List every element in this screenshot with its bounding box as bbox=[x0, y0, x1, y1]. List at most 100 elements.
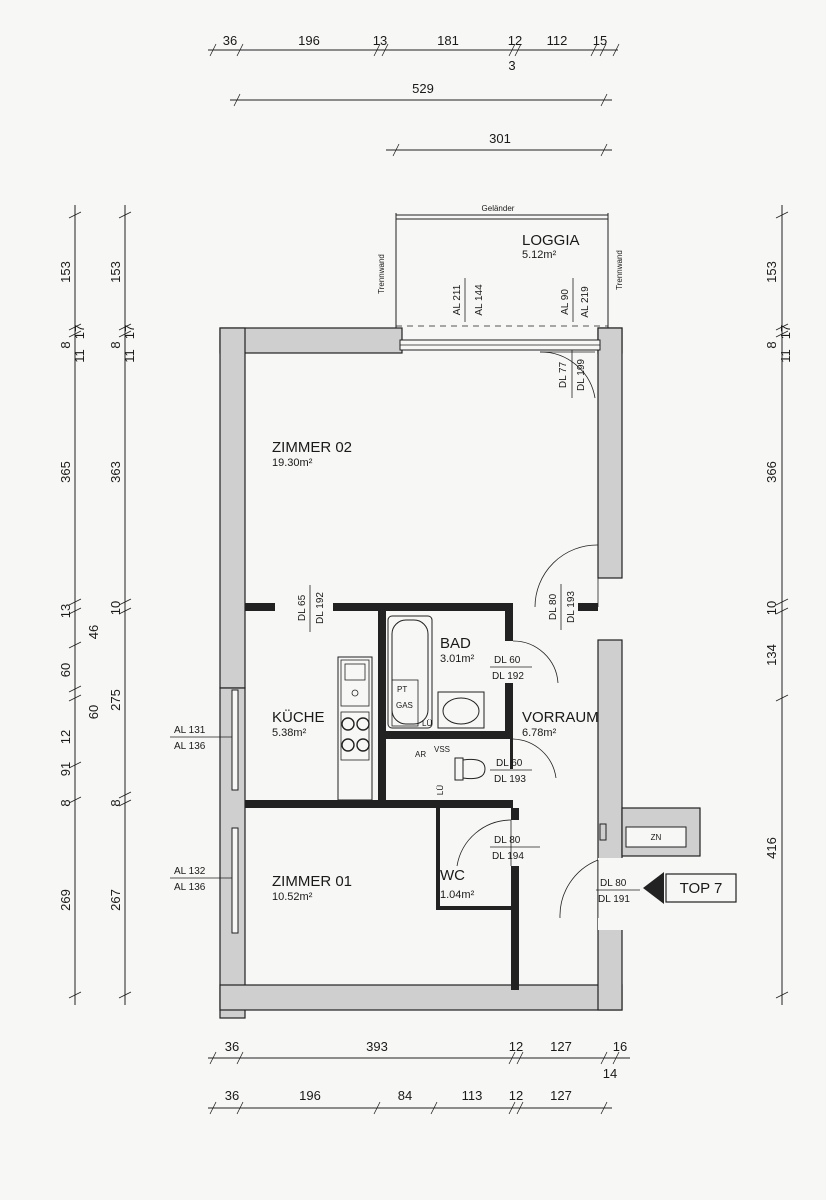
room-wc-fixtures: AR VSS LÜ DL 60 DL 193 WC 1.04m² bbox=[415, 738, 557, 901]
room-area-vorraum: 6.78m² bbox=[522, 727, 557, 739]
dim-text: 196 bbox=[299, 1088, 321, 1103]
door-dl-label: DL 199 bbox=[576, 359, 587, 391]
vent-label: LÜ bbox=[422, 719, 432, 728]
room-name-zimmer-01: ZIMMER 01 bbox=[272, 873, 352, 890]
bottom-dimension-chain-1: 36 393 12 127 16 14 bbox=[208, 1039, 630, 1081]
dim-text: 17 bbox=[72, 325, 87, 339]
apartment-label: TOP 7 bbox=[680, 880, 723, 897]
dim-text: 13 bbox=[58, 604, 73, 618]
dim-text: 10 bbox=[764, 601, 779, 615]
door-dl-label: DL 192 bbox=[492, 671, 524, 682]
vss-label: VSS bbox=[434, 745, 450, 754]
top-dimension-chain-3: 301 bbox=[386, 131, 612, 157]
room-zimmer-01: ZIMMER 01 10.52m² AL 132 AL 136 bbox=[170, 866, 352, 903]
zn-niche: ZN bbox=[651, 833, 662, 842]
loggia: Geländer Trennwand Trennwand LOGGIA 5.12… bbox=[377, 204, 624, 340]
dim-text: 14 bbox=[603, 1066, 617, 1081]
door-vorraum-zimmer02: DL 80 DL 193 bbox=[512, 544, 599, 684]
dim-text: 153 bbox=[108, 261, 123, 283]
window-al-label: AL 211 bbox=[452, 284, 463, 315]
room-name-wc: WC bbox=[440, 867, 465, 884]
room-name-bad: BAD bbox=[440, 635, 471, 652]
dim-text: 8 bbox=[108, 799, 123, 806]
dim-text: 363 bbox=[108, 461, 123, 483]
door-dl-label: DL 191 bbox=[598, 894, 630, 905]
dim-text: 36 bbox=[225, 1088, 239, 1103]
door-dl-label: DL 80 bbox=[548, 593, 559, 620]
pt-label: PT bbox=[397, 685, 407, 694]
door-dl-label: DL 193 bbox=[566, 591, 577, 623]
dim-text: 84 bbox=[398, 1088, 412, 1103]
dim-text: 301 bbox=[489, 131, 511, 146]
dim-text: 267 bbox=[108, 889, 123, 911]
left-dimension-chain-inner: 153 8 11 17 363 10 275 60 8 267 bbox=[86, 205, 137, 1005]
dim-text: 46 bbox=[86, 625, 101, 639]
room-kueche: KÜCHE 5.38m² AL 131 AL 136 bbox=[170, 656, 373, 801]
apartment-marker: TOP 7 bbox=[643, 872, 737, 904]
dim-text: 416 bbox=[764, 837, 779, 859]
dim-text: 366 bbox=[764, 461, 779, 483]
dim-text: 16 bbox=[613, 1039, 627, 1054]
dim-text: 112 bbox=[547, 33, 568, 48]
room-name-loggia: LOGGIA bbox=[522, 232, 580, 249]
dim-text: 11 bbox=[778, 349, 793, 363]
door-dl-label: DL 60 bbox=[494, 655, 521, 666]
room-vorraum: VORRAUM 6.78m² DL 80 DL 194 DL 80 DL 191 bbox=[456, 709, 640, 919]
door-dl-label: DL 193 bbox=[494, 774, 526, 785]
dim-text: 8 bbox=[58, 341, 73, 348]
dim-text: 3 bbox=[508, 58, 515, 73]
dim-text: 11 bbox=[72, 349, 87, 363]
room-area-zimmer-01: 10.52m² bbox=[272, 891, 313, 903]
door-dl-label: DL 77 bbox=[558, 361, 569, 388]
bottom-dimension-chain-2: 36 196 84 113 12 127 bbox=[208, 1088, 612, 1115]
dim-text: 196 bbox=[298, 33, 320, 48]
window-al-label: AL 131 bbox=[174, 725, 206, 736]
room-name-kueche: KÜCHE bbox=[272, 708, 325, 726]
door-dl-label: DL 65 bbox=[297, 594, 308, 621]
door-dl-label: DL 194 bbox=[492, 851, 524, 862]
door-dl-label: DL 60 bbox=[496, 758, 523, 769]
dim-text: 36 bbox=[223, 33, 237, 48]
dim-text: 153 bbox=[58, 261, 73, 283]
top-dimension-chain-2: 529 bbox=[230, 81, 612, 107]
dim-text: 12 bbox=[58, 730, 73, 744]
window-al-label: AL 136 bbox=[174, 882, 206, 893]
room-area-zimmer-02: 19.30m² bbox=[272, 457, 313, 469]
dim-text: 8 bbox=[764, 341, 779, 348]
dim-text: 181 bbox=[437, 33, 459, 48]
dim-text: 17 bbox=[778, 325, 793, 339]
room-area-wc: 1.04m² bbox=[440, 889, 475, 901]
gas-label: GAS bbox=[396, 701, 413, 710]
railing-label: Geländer bbox=[482, 204, 515, 213]
dim-text: 12 bbox=[509, 1039, 523, 1054]
dim-text: 13 bbox=[373, 33, 387, 48]
dim-text: 15 bbox=[593, 33, 607, 48]
window-al-label: AL 90 bbox=[560, 289, 571, 315]
zn-label: ZN bbox=[651, 833, 662, 842]
dim-text: 17 bbox=[122, 325, 137, 339]
door-zimmer02-kueche: DL 65 DL 192 bbox=[297, 585, 326, 632]
dim-text: 36 bbox=[225, 1039, 239, 1054]
window-al-label: AL 132 bbox=[174, 866, 206, 877]
dim-text: 365 bbox=[58, 461, 73, 483]
dim-text: 529 bbox=[412, 81, 434, 96]
dim-text: 60 bbox=[86, 705, 101, 719]
entry-arrow-icon bbox=[643, 872, 664, 904]
dim-text: 10 bbox=[108, 601, 123, 615]
dim-text: 12 bbox=[508, 33, 522, 48]
room-name-vorraum: VORRAUM bbox=[522, 709, 599, 726]
room-area-bad: 3.01m² bbox=[440, 653, 475, 665]
dim-text: 113 bbox=[462, 1088, 483, 1103]
dim-text: 12 bbox=[509, 1088, 523, 1103]
window-al-label: AL 219 bbox=[580, 286, 591, 318]
walls bbox=[219, 327, 701, 1019]
dim-text: 393 bbox=[366, 1039, 388, 1054]
dim-text: 127 bbox=[550, 1039, 572, 1054]
window-al-label: AL 144 bbox=[474, 284, 485, 316]
room-bad: BAD 3.01m² PT GAS LÜ DL 60 DL 192 bbox=[387, 615, 532, 729]
top-dimension-chain-1: 36 196 13 181 12 112 15 3 bbox=[208, 33, 620, 73]
vent-label: LÜ bbox=[436, 785, 445, 795]
partition-label: Trennwand bbox=[377, 254, 386, 294]
room-zimmer-02: ZIMMER 02 19.30m² DL 77 DL 199 bbox=[272, 339, 601, 469]
